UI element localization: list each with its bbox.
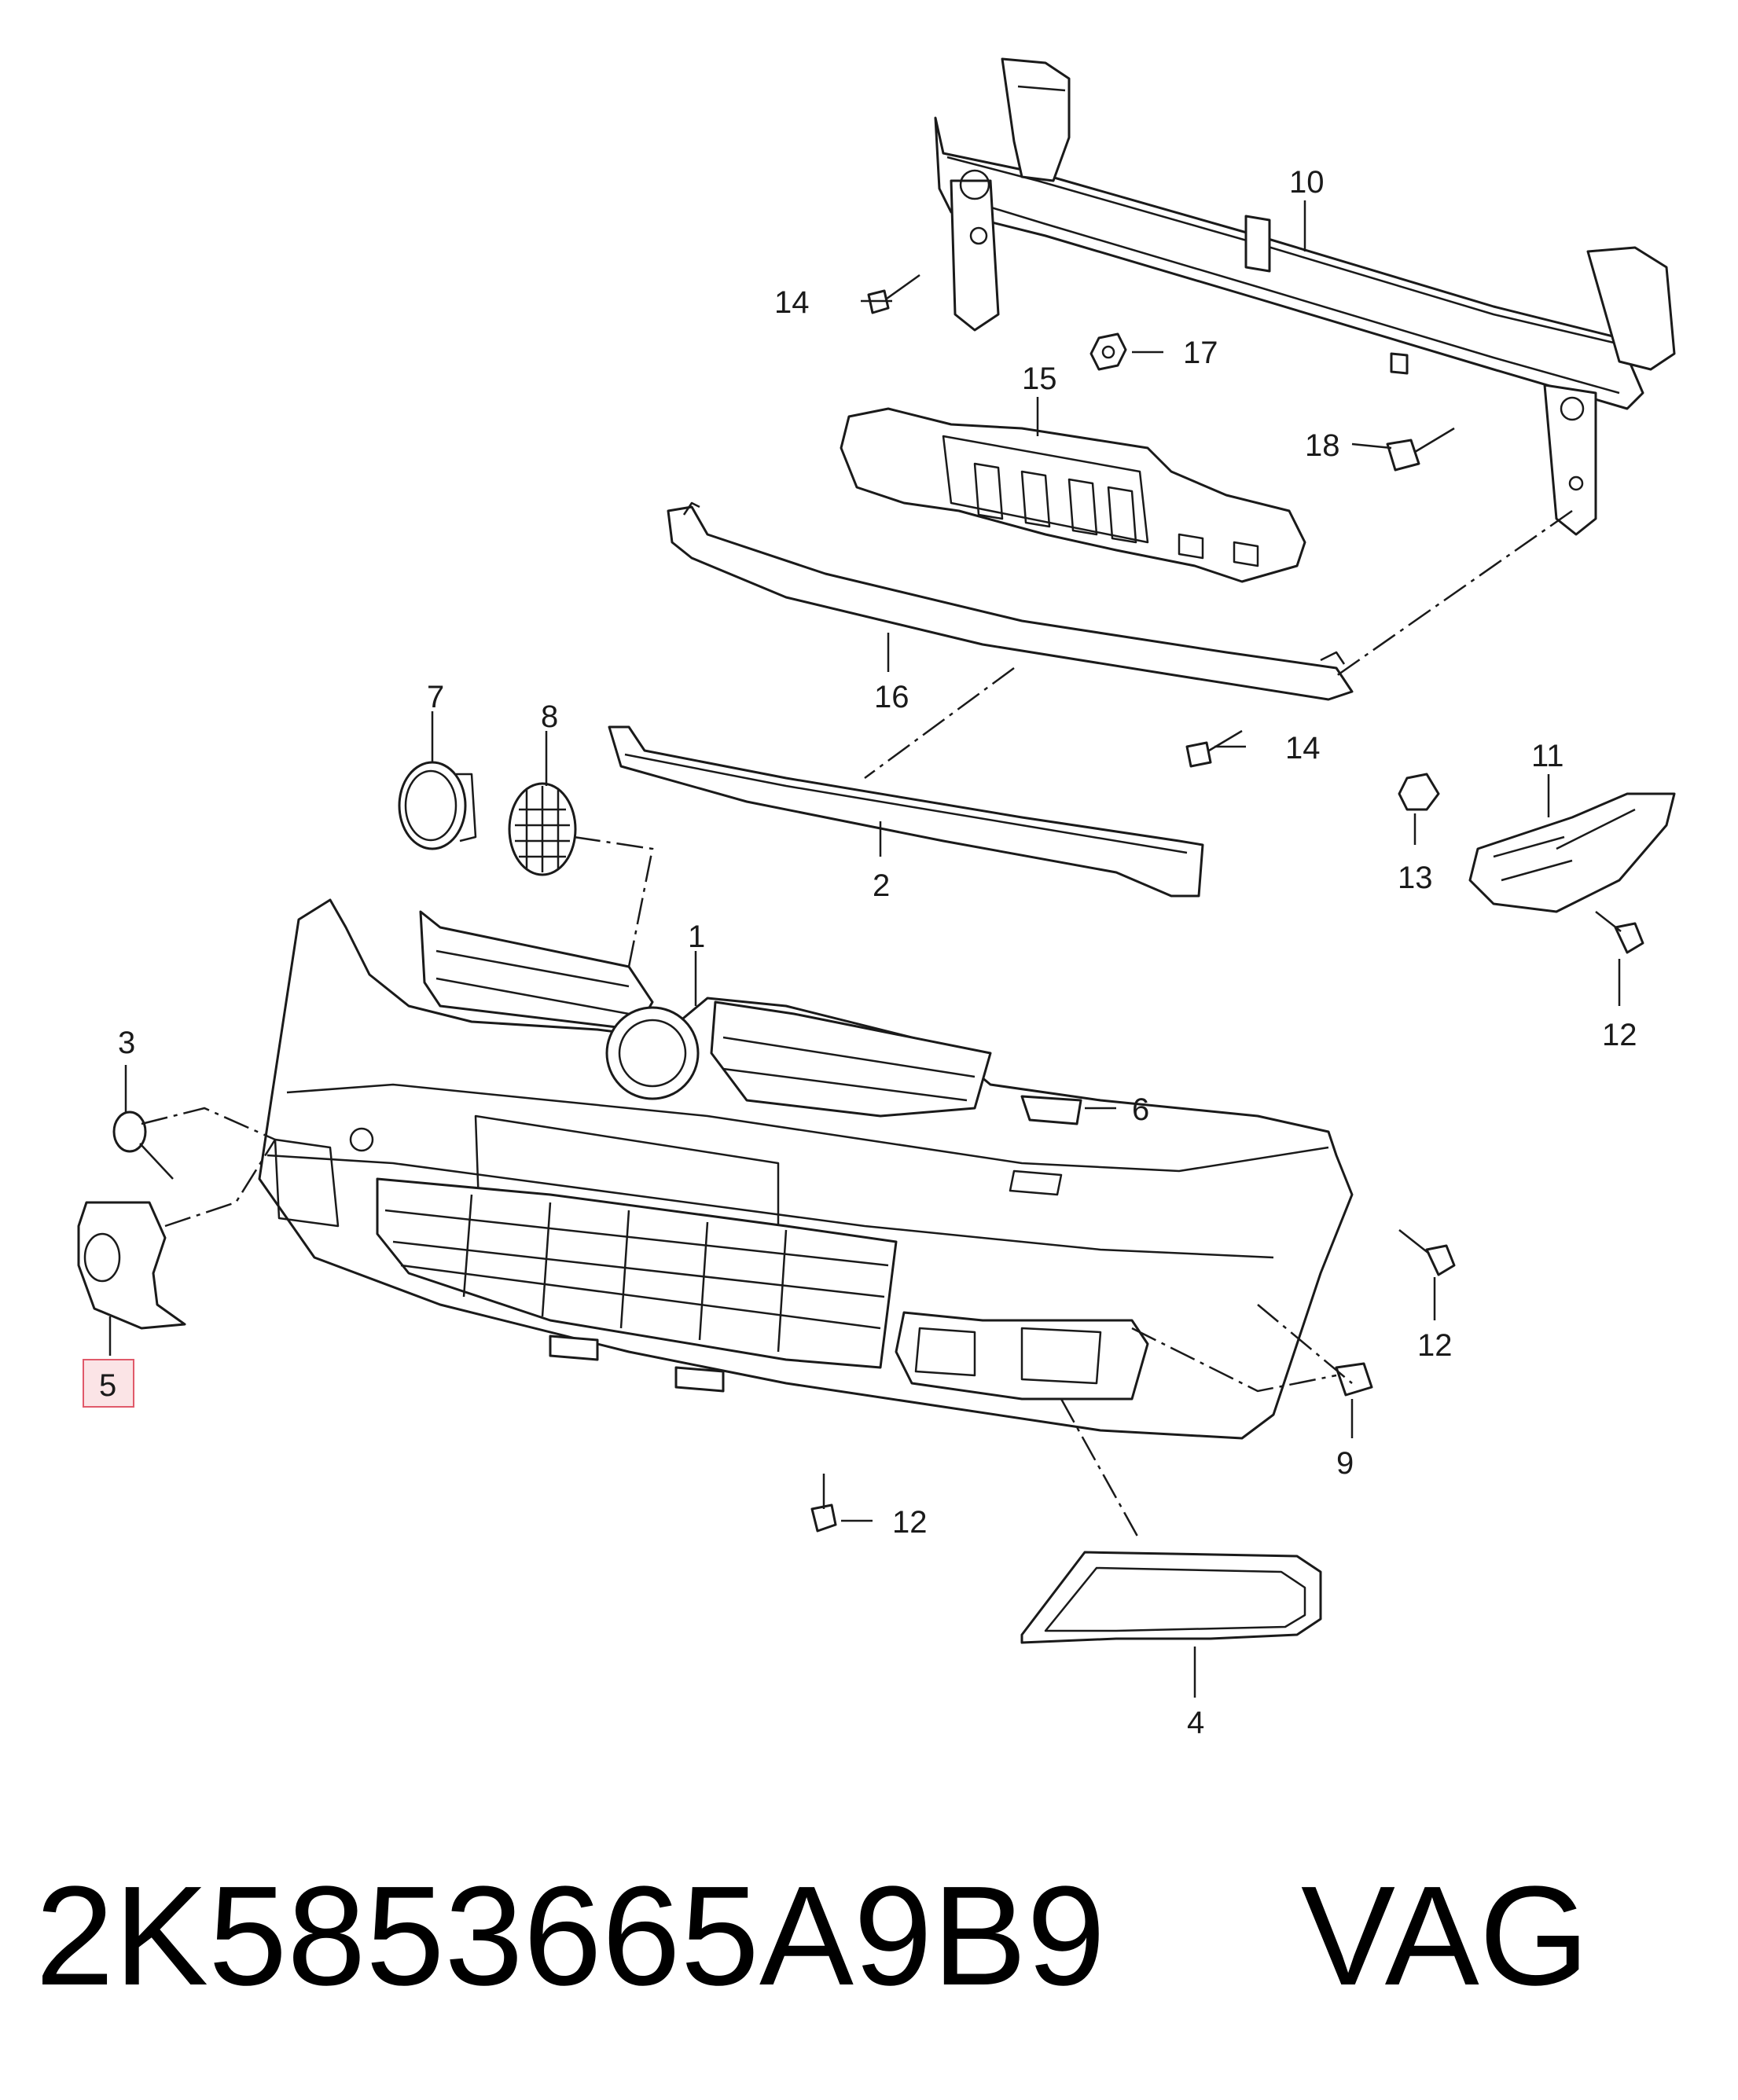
part-16-strip — [667, 501, 1354, 701]
leader-lines — [108, 200, 1621, 1698]
part-6-cap — [1020, 1095, 1082, 1125]
callout-4: 4 — [1187, 1705, 1204, 1740]
part-10-crossmember — [934, 57, 1676, 536]
part-15-absorber — [840, 407, 1306, 583]
callout-labels: 10 14 17 15 18 16 14 7 8 2 11 13 1 12 6 … — [83, 165, 1637, 1740]
part-7-emblem — [398, 761, 477, 850]
callout-5: 5 — [99, 1368, 116, 1403]
fasteners — [810, 274, 1644, 1533]
part-5-bezel — [77, 1201, 186, 1330]
callout-8: 8 — [541, 699, 558, 734]
callout-2: 2 — [873, 868, 890, 903]
callout-17: 17 — [1183, 336, 1218, 370]
callout-12-bottom: 12 — [892, 1505, 928, 1540]
callout-15: 15 — [1022, 362, 1057, 396]
part-3-cap — [112, 1111, 174, 1180]
part-number: 2K5853665A9B9 — [35, 1857, 1105, 2015]
part-8-mesh — [508, 782, 577, 876]
callout-14-upper: 14 — [774, 285, 810, 320]
callout-13: 13 — [1398, 861, 1433, 895]
part-9-clip — [1335, 1362, 1373, 1397]
part-11-bracket — [1468, 792, 1676, 913]
highlight-box-5 — [83, 1359, 134, 1408]
part-2-spoiler — [608, 725, 1204, 898]
part-1-bumper — [258, 898, 1354, 1440]
brand-label: VAG — [1301, 1857, 1589, 2015]
part-4-bezel — [1020, 1551, 1322, 1644]
callout-18: 18 — [1305, 428, 1340, 463]
callout-12-right-upper: 12 — [1602, 1018, 1637, 1052]
callout-10: 10 — [1289, 165, 1325, 200]
callout-7: 7 — [427, 680, 444, 714]
callout-6: 6 — [1132, 1092, 1149, 1127]
callout-9: 9 — [1336, 1446, 1354, 1481]
assembly-lines — [141, 509, 1573, 1541]
callout-14-lower: 14 — [1285, 731, 1321, 765]
callout-12-right-middle: 12 — [1417, 1328, 1453, 1363]
callout-1: 1 — [688, 920, 705, 954]
callout-3: 3 — [118, 1026, 135, 1060]
callout-16: 16 — [874, 680, 909, 714]
callout-11: 11 — [1531, 739, 1564, 773]
